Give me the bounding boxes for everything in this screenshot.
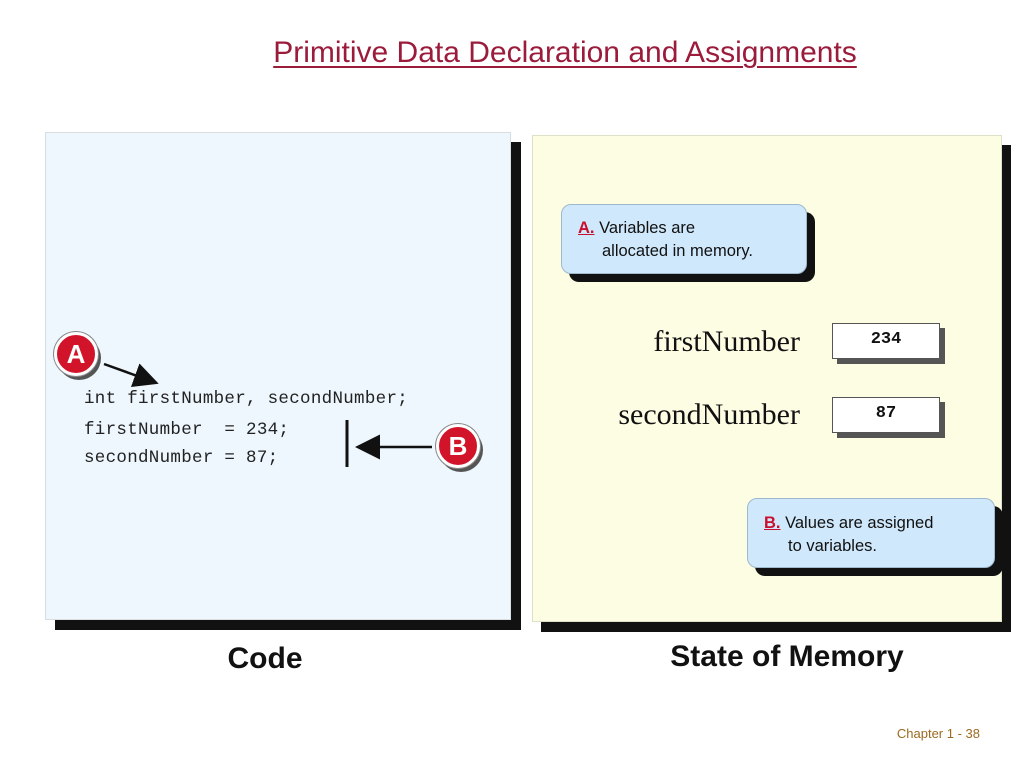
callout-a-text2: allocated in memory.: [602, 242, 754, 260]
var-label-first-number: firstNumber: [653, 325, 800, 358]
badge-b: B: [436, 424, 488, 476]
callout-b: B. Values are assigned to variables.: [747, 498, 995, 568]
cell-first-number: 234: [832, 323, 940, 359]
caption-memory: State of Memory: [670, 640, 904, 673]
badge-b-label: B: [436, 424, 480, 468]
caption-code: Code: [227, 642, 303, 675]
badge-a-label: A: [54, 332, 98, 376]
code-line-assign-second: secondNumber = 87;: [84, 448, 279, 468]
callout-a-text1: Variables are: [599, 219, 696, 237]
badge-a: A: [54, 332, 106, 384]
callout-a-tag: A.: [578, 219, 595, 237]
code-panel: [45, 132, 511, 620]
slide-number: Chapter 1 - 38: [896, 726, 980, 741]
code-line-assign-first: firstNumber = 234;: [84, 420, 290, 440]
code-line-declaration: int firstNumber, secondNumber;: [84, 389, 409, 409]
callout-a-line1: A. Variables are: [578, 217, 806, 240]
callout-b-line1: B. Values are assigned: [764, 512, 994, 535]
callout-b-text1: Values are assigned: [785, 514, 934, 532]
var-label-second-number: secondNumber: [618, 398, 800, 431]
callout-b-tag: B.: [764, 514, 781, 532]
cell-second-number: 87: [832, 397, 940, 433]
slide-title: Primitive Data Declaration and Assignmen…: [273, 36, 857, 69]
arrow-a: [103, 362, 159, 387]
callout-b-text2: to variables.: [788, 537, 877, 555]
callout-a: A. Variables are allocated in memory.: [561, 204, 807, 274]
